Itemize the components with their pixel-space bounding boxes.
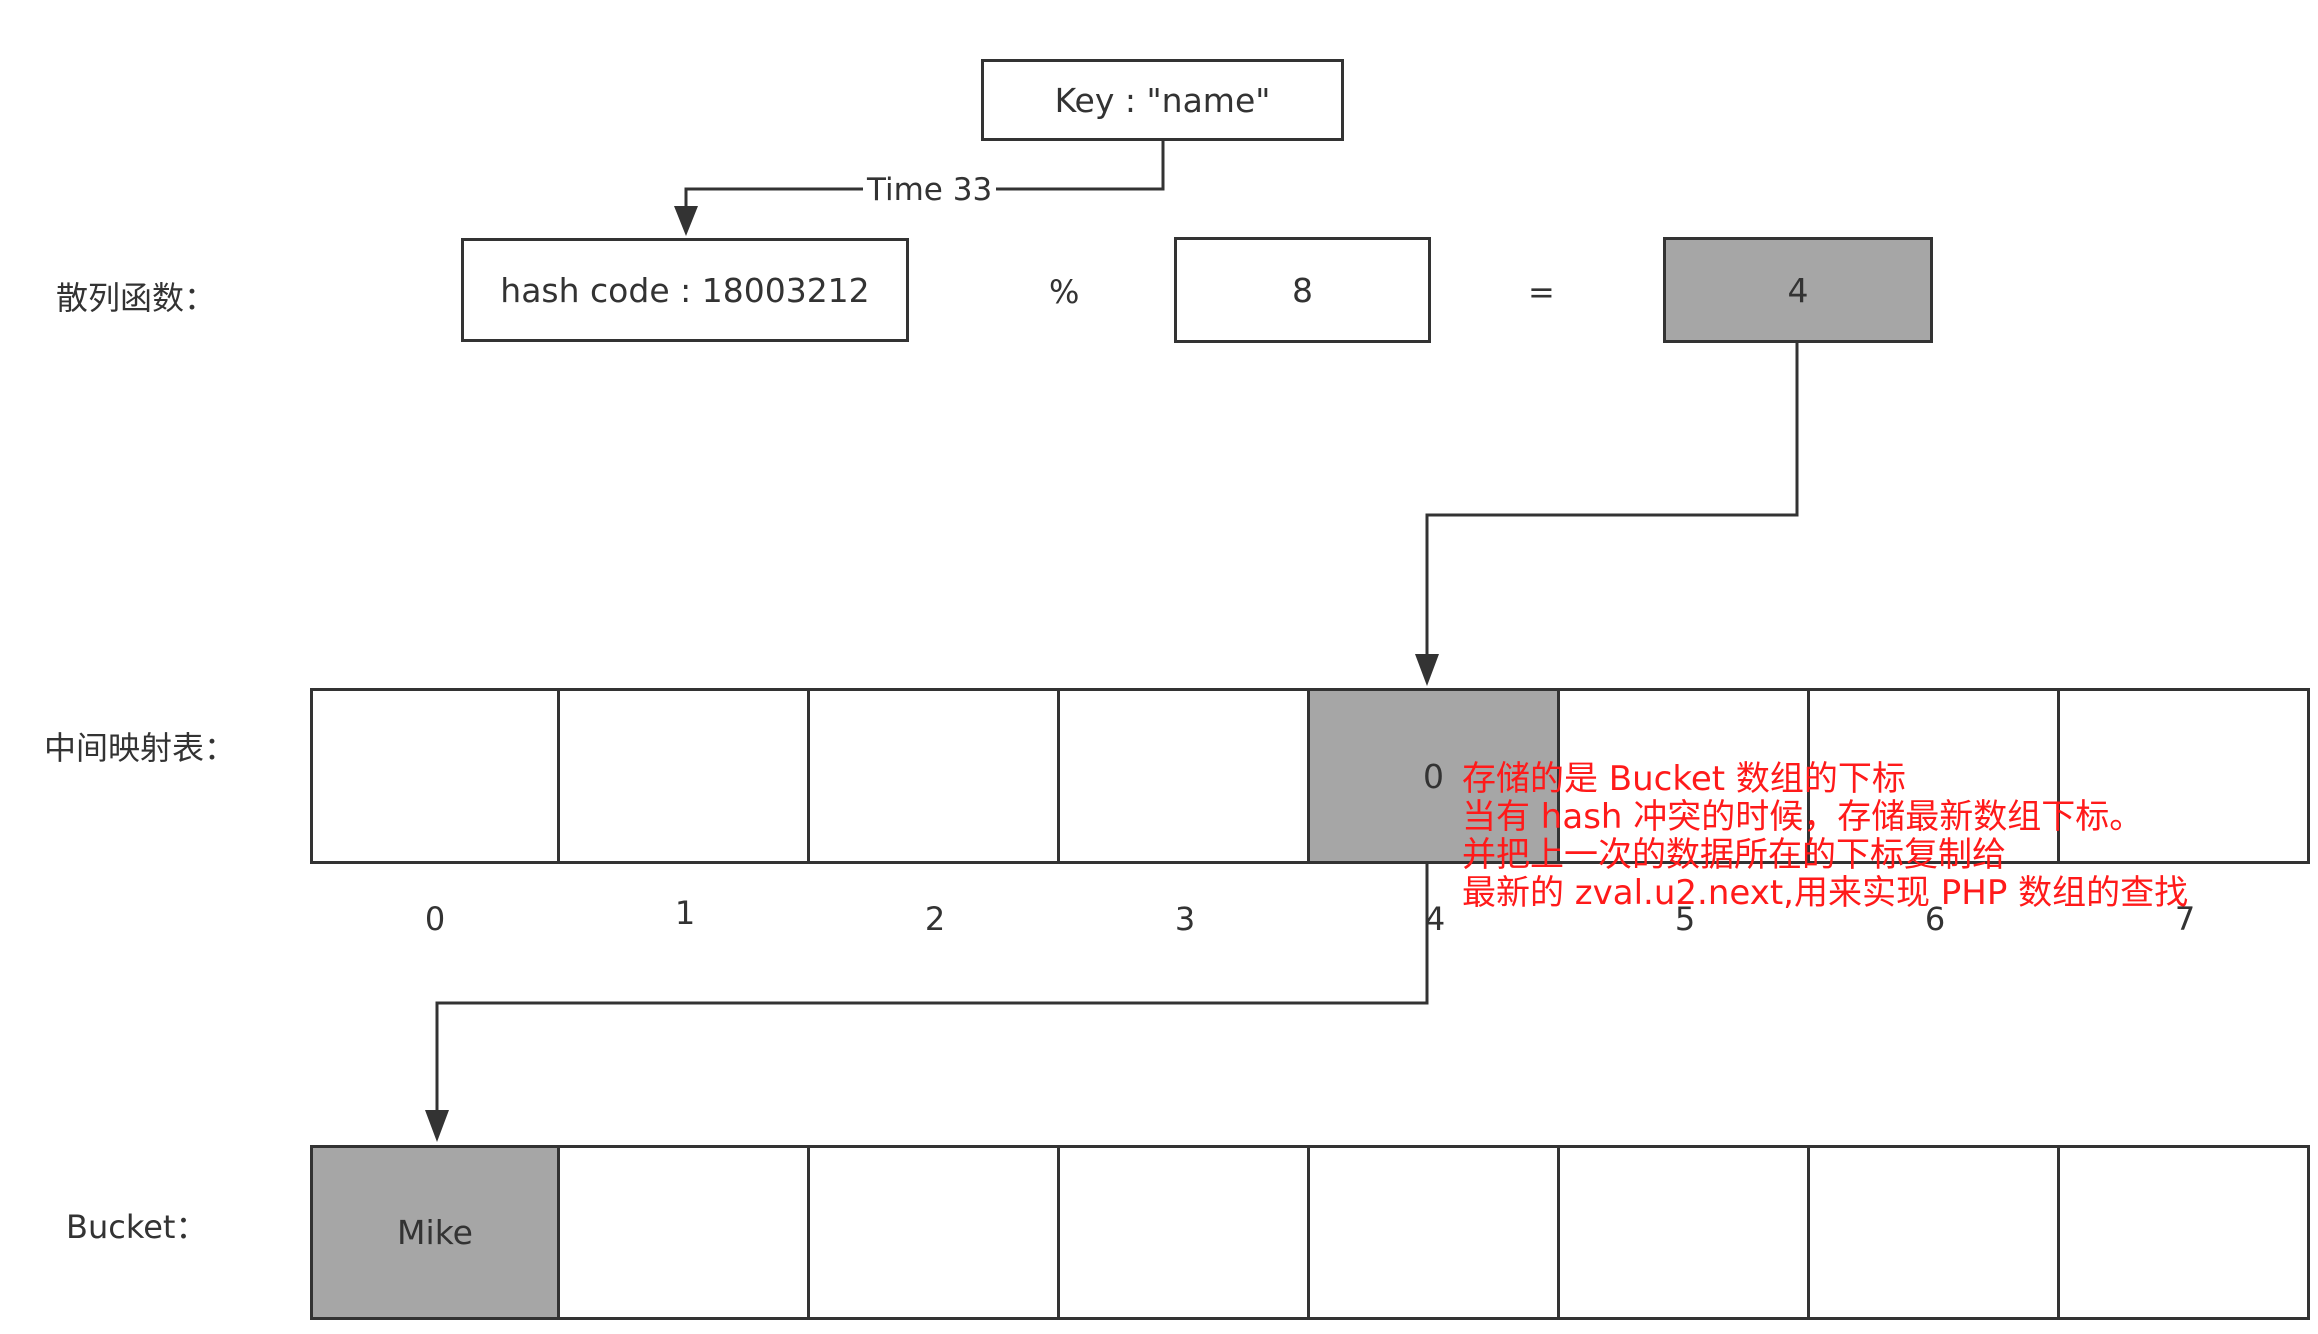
equals-operator: = <box>1528 273 1555 311</box>
bucket-cell-0: Mike <box>310 1145 560 1320</box>
arrowhead-bucket <box>425 1110 449 1142</box>
arrowhead-mapping <box>1415 654 1439 686</box>
bucket-cell-3 <box>1060 1145 1310 1320</box>
mapping-cell-1 <box>560 688 810 864</box>
bucket-table: Mike <box>310 1145 2310 1320</box>
bucket-cell-5 <box>1560 1145 1810 1320</box>
bucket-cell-1 <box>560 1145 810 1320</box>
index-label-3: 3 <box>1174 900 1196 938</box>
note-line-1: 当有 hash 冲突的时候，存储最新数组下标。 <box>1462 797 2144 837</box>
mapping-cell-2 <box>810 688 1060 864</box>
bucket-cell-7 <box>2060 1145 2310 1320</box>
hash-function-label: 散列函数： <box>56 279 217 317</box>
mapping-cell-4: 0 <box>1310 688 1560 864</box>
mapping-table-label: 中间映射表： <box>44 729 237 767</box>
result-box: 4 <box>1663 237 1933 343</box>
mapping-cell-7 <box>2060 688 2310 864</box>
edge-result-to-mapping <box>1425 341 1799 660</box>
annotation-note: 存储的是 Bucket 数组的下标当有 hash 冲突的时候，存储最新数组下标。… <box>1462 760 2188 912</box>
mapping-cell-3 <box>1060 688 1310 864</box>
bucket-cell-6 <box>1810 1145 2060 1320</box>
index-label-7: 7 <box>2174 900 2196 938</box>
index-label-0: 0 <box>424 900 446 938</box>
bucket-cell-4 <box>1310 1145 1560 1320</box>
note-line-3: 最新的 zval.u2.next,用来实现 PHP 数组的查找 <box>1462 873 2189 913</box>
mapping-table: 0 <box>310 688 2310 864</box>
note-line-0: 存储的是 Bucket 数组的下标 <box>1462 759 1906 799</box>
bucket-label: Bucket： <box>66 1208 208 1246</box>
index-label-5: 5 <box>1674 900 1696 938</box>
note-line-2: 并把上一次的数据所在的下标复制给 <box>1462 835 2006 875</box>
divisor-box: 8 <box>1174 237 1431 343</box>
mapping-cell-0 <box>310 688 560 864</box>
edge-label-time33: Time 33 <box>863 172 997 208</box>
mapping-cell-6 <box>1810 688 2060 864</box>
modulo-operator: % <box>1049 273 1080 311</box>
arrowhead-hashcode <box>674 206 698 236</box>
index-label-2: 2 <box>924 900 946 938</box>
key-box: Key : "name" <box>981 59 1344 141</box>
index-label-6: 6 <box>1924 900 1946 938</box>
hash-code-box: hash code : 18003212 <box>461 238 909 342</box>
index-label-1: 1 <box>674 894 696 932</box>
edge-mapping-to-bucket <box>435 860 1429 1118</box>
mapping-cell-5 <box>1560 688 1810 864</box>
bucket-cell-2 <box>810 1145 1060 1320</box>
index-label-4: 4 <box>1424 900 1446 938</box>
